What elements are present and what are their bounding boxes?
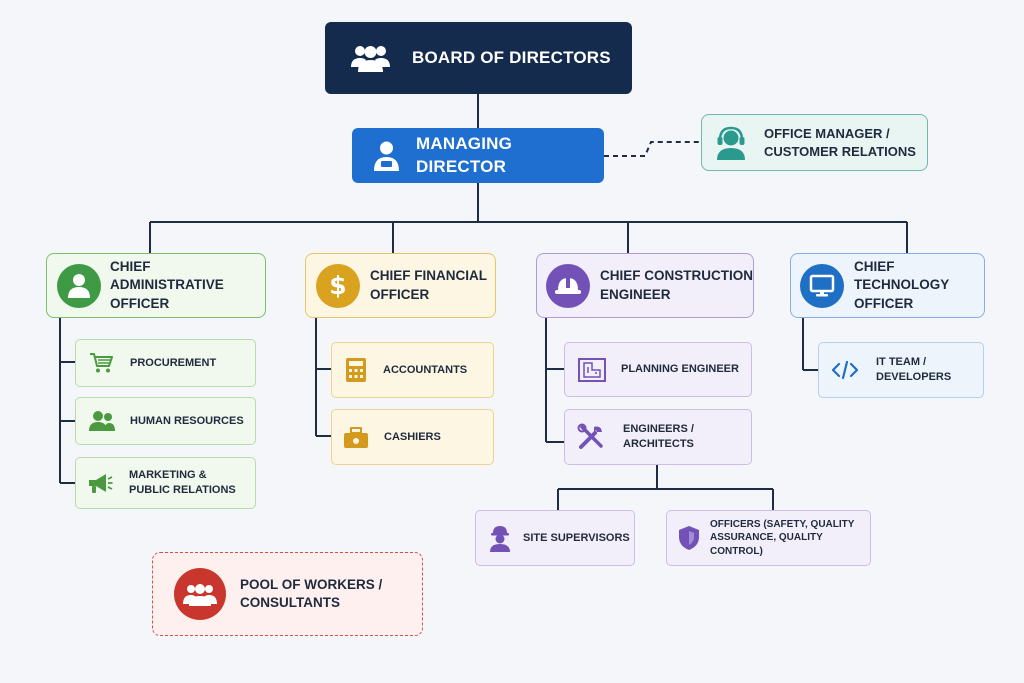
pool-of-workers-node[interactable]: POOL OF WORKERS / CONSULTANTS — [152, 552, 423, 636]
officers-label: OFFICERS (SAFETY, QUALITY ASSURANCE, QUA… — [710, 518, 870, 559]
engineers-line2: ARCHITECTS — [623, 438, 694, 450]
office-manager-node[interactable]: OFFICE MANAGER / CUSTOMER RELATIONS — [701, 114, 928, 171]
chief-financial-line2: OFFICER — [370, 286, 430, 302]
chief-construction-line2: ENGINEER — [600, 286, 671, 302]
code-icon — [831, 360, 859, 380]
engineers-line1: ENGINEERS / — [623, 423, 694, 436]
person-badge-icon — [373, 140, 400, 172]
chief-construction-engineer-node[interactable]: CHIEF CONSTRUCTION ENGINEER — [536, 253, 754, 318]
officers-line2: ASSURANCE, QUALITY CONTROL) — [710, 532, 823, 557]
human-resources-node[interactable]: HUMAN RESOURCES — [75, 397, 256, 445]
it-team-line1: IT TEAM / — [876, 356, 927, 369]
chief-technology-line1: CHIEF TECHNOLOGY — [854, 259, 950, 293]
dollar-icon: $ — [316, 263, 360, 308]
cashiers-label: CASHIERS — [384, 430, 441, 443]
cash-register-icon — [344, 426, 368, 448]
pool-of-workers-label: POOL OF WORKERS / CONSULTANTS — [240, 576, 382, 612]
people-icon — [350, 43, 391, 73]
marketing-node[interactable]: MARKETING & PUBLIC RELATIONS — [75, 457, 256, 509]
chief-construction-line1: CHIEF CONSTRUCTION — [600, 268, 753, 284]
managing-director-label: MANAGING DIRECTOR — [416, 133, 513, 176]
human-resources-label: HUMAN RESOURCES — [130, 414, 244, 427]
megaphone-icon — [87, 471, 113, 495]
marketing-line1: MARKETING & — [129, 469, 207, 482]
marketing-label: MARKETING & PUBLIC RELATIONS — [129, 468, 236, 498]
calculator-icon — [346, 358, 366, 382]
officers-node[interactable]: OFFICERS (SAFETY, QUALITY ASSURANCE, QUA… — [666, 510, 871, 566]
officers-line1: OFFICERS (SAFETY, QUALITY — [710, 518, 855, 530]
site-supervisors-node[interactable]: SITE SUPERVISORS — [475, 510, 635, 566]
engineers-architects-node[interactable]: ENGINEERS / ARCHITECTS — [564, 409, 752, 465]
hardhat-icon — [546, 263, 590, 308]
it-team-label: IT TEAM / DEVELOPERS — [876, 355, 951, 385]
people-icon — [89, 410, 115, 432]
chief-financial-line1: CHIEF FINANCIAL — [370, 268, 487, 284]
board-label: BOARD OF DIRECTORS — [412, 47, 611, 67]
office-manager-label: OFFICE MANAGER / CUSTOMER RELATIONS — [764, 125, 916, 160]
chief-technology-label: CHIEF TECHNOLOGY OFFICER — [854, 258, 984, 313]
engineers-architects-label: ENGINEERS / ARCHITECTS — [623, 422, 694, 452]
blueprint-icon — [578, 357, 606, 382]
chief-administrative-officer-node[interactable]: CHIEF ADMINISTRATIVE OFFICER — [46, 253, 266, 318]
chief-financial-label: CHIEF FINANCIAL OFFICER — [370, 267, 487, 303]
chief-administrative-label: CHIEF ADMINISTRATIVE OFFICER — [110, 258, 265, 313]
person-icon — [57, 263, 101, 308]
chief-technology-line2: OFFICER — [854, 295, 914, 311]
headset-icon — [714, 125, 748, 161]
worker-icon — [488, 524, 512, 552]
shield-icon — [678, 525, 700, 551]
shopping-cart-icon — [89, 352, 113, 374]
planning-engineer-node[interactable]: PLANNING ENGINEER — [564, 342, 752, 397]
chief-financial-officer-node[interactable]: $ CHIEF FINANCIAL OFFICER — [305, 253, 496, 318]
pool-line1: POOL OF WORKERS / — [240, 576, 383, 592]
managing-director-node[interactable]: MANAGING DIRECTOR — [352, 128, 604, 183]
office-manager-line1: OFFICE MANAGER / — [764, 125, 890, 141]
accountants-node[interactable]: ACCOUNTANTS — [331, 342, 494, 398]
planning-engineer-label: PLANNING ENGINEER — [621, 363, 739, 376]
office-manager-line2: CUSTOMER RELATIONS — [764, 143, 916, 159]
chief-administrative-line2: OFFICER — [110, 295, 170, 311]
group-icon — [174, 568, 226, 620]
marketing-line2: PUBLIC RELATIONS — [129, 484, 236, 496]
accountants-label: ACCOUNTANTS — [383, 363, 468, 376]
board-of-directors-node[interactable]: BOARD OF DIRECTORS — [325, 22, 632, 94]
tools-icon — [577, 423, 605, 451]
chief-technology-officer-node[interactable]: CHIEF TECHNOLOGY OFFICER — [790, 253, 985, 318]
pool-line2: CONSULTANTS — [240, 595, 340, 610]
cashiers-node[interactable]: CASHIERS — [331, 409, 494, 465]
procurement-node[interactable]: PROCUREMENT — [75, 339, 256, 387]
it-team-node[interactable]: IT TEAM / DEVELOPERS — [818, 342, 984, 398]
procurement-label: PROCUREMENT — [130, 356, 217, 369]
monitor-icon — [800, 263, 844, 308]
site-supervisors-label: SITE SUPERVISORS — [523, 531, 630, 544]
chief-administrative-line1: CHIEF ADMINISTRATIVE — [110, 259, 224, 293]
it-team-line2: DEVELOPERS — [876, 371, 952, 383]
chief-construction-label: CHIEF CONSTRUCTION ENGINEER — [600, 267, 753, 303]
